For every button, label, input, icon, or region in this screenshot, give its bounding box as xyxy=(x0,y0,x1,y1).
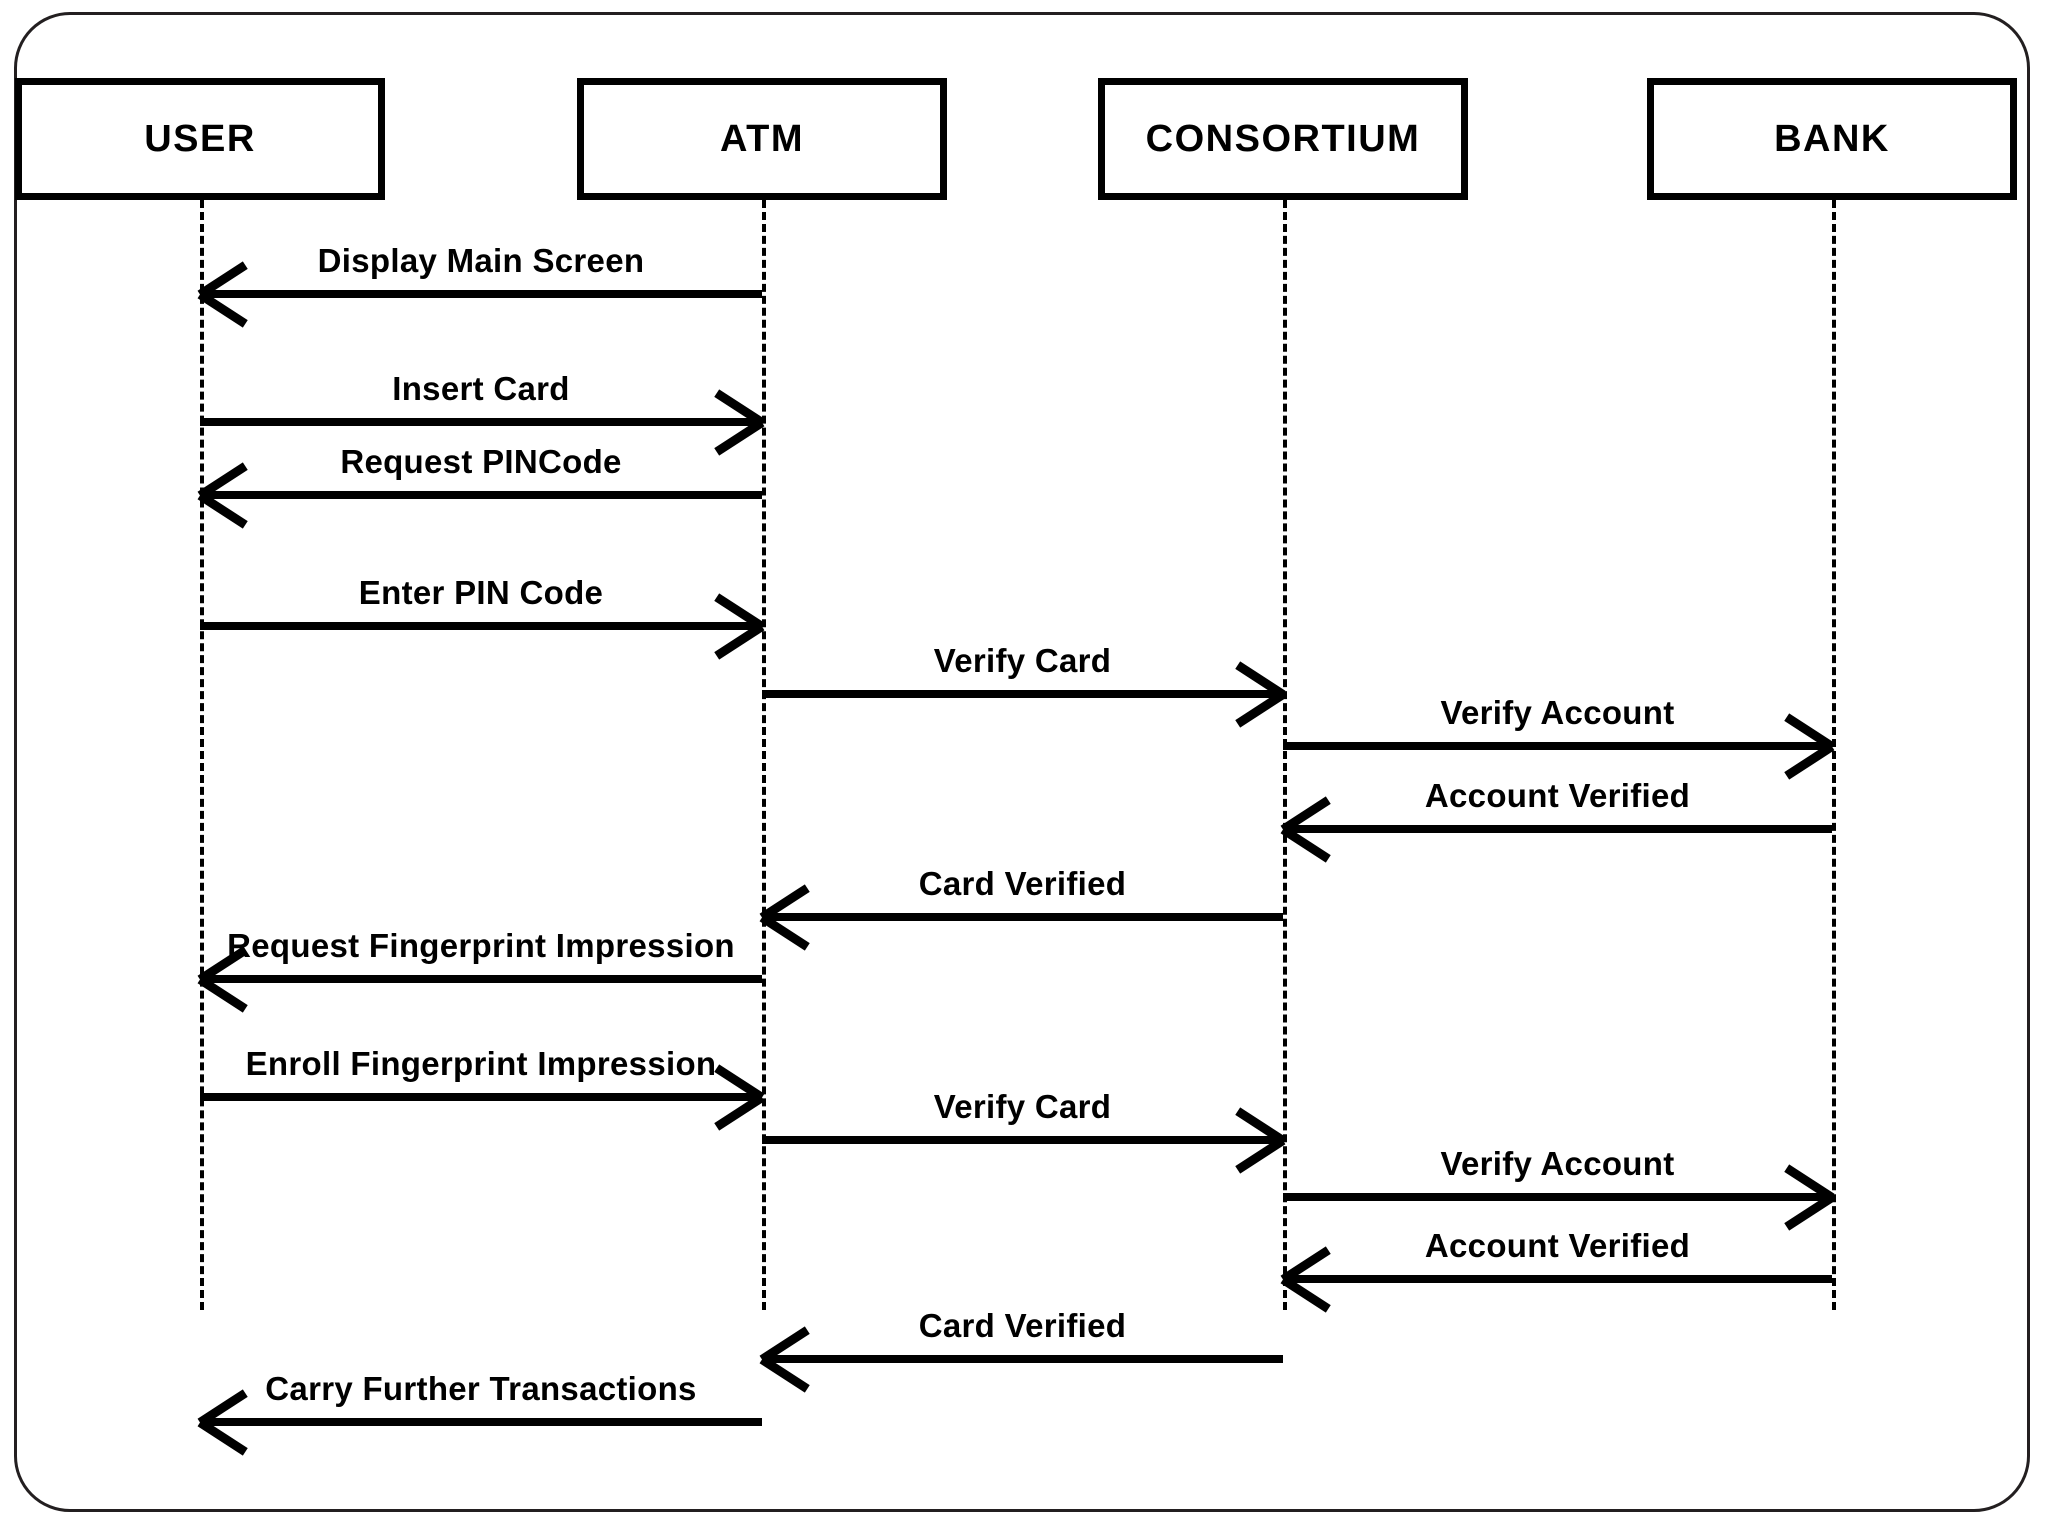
message-line xyxy=(200,1093,762,1101)
lifeline-user xyxy=(200,200,204,1310)
participant-box-consortium[interactable]: CONSORTIUM xyxy=(1098,78,1468,200)
participant-box-user[interactable]: USER xyxy=(15,78,385,200)
message-label: Account Verified xyxy=(1424,777,1691,814)
message-label: Request Fingerprint Impression xyxy=(227,927,735,964)
message-label: Request PINCode xyxy=(340,443,622,480)
message-label: Account Verified xyxy=(1424,1227,1691,1264)
message-line xyxy=(1283,1193,1832,1201)
participant-box-atm[interactable]: ATM xyxy=(577,78,947,200)
message-label: Card Verified xyxy=(918,865,1127,902)
message-line xyxy=(1283,825,1832,833)
message-label: Enter PIN Code xyxy=(358,574,604,611)
message-label: Verify Card xyxy=(933,642,1112,679)
message-line xyxy=(200,290,762,298)
message-line xyxy=(762,1136,1283,1144)
message-label: Insert Card xyxy=(392,370,570,407)
message-line xyxy=(1283,1275,1832,1283)
participant-label: USER xyxy=(144,117,256,160)
diagram-outer-frame xyxy=(14,12,2030,1512)
lifeline-consortium xyxy=(1283,200,1287,1310)
message-label: Verify Card xyxy=(933,1088,1112,1125)
message-label: Verify Account xyxy=(1440,1145,1675,1182)
lifeline-atm xyxy=(762,200,766,1310)
lifeline-bank xyxy=(1832,200,1836,1310)
message-line xyxy=(200,975,762,983)
participant-label: ATM xyxy=(720,117,804,160)
participant-box-bank[interactable]: BANK xyxy=(1647,78,2017,200)
message-line xyxy=(200,491,762,499)
message-label: Verify Account xyxy=(1440,694,1675,731)
message-line xyxy=(200,418,762,426)
message-line xyxy=(762,690,1283,698)
message-line xyxy=(1283,742,1832,750)
message-label: Card Verified xyxy=(918,1307,1127,1344)
message-line xyxy=(200,622,762,630)
message-label: Enroll Fingerprint Impression xyxy=(245,1045,717,1082)
message-label: Carry Further Transactions xyxy=(265,1370,697,1407)
message-line xyxy=(200,1418,762,1426)
participant-label: CONSORTIUM xyxy=(1145,117,1421,160)
participant-label: BANK xyxy=(1774,117,1890,160)
message-label: Display Main Screen xyxy=(317,242,645,279)
message-line xyxy=(762,913,1283,921)
message-line xyxy=(762,1355,1283,1363)
